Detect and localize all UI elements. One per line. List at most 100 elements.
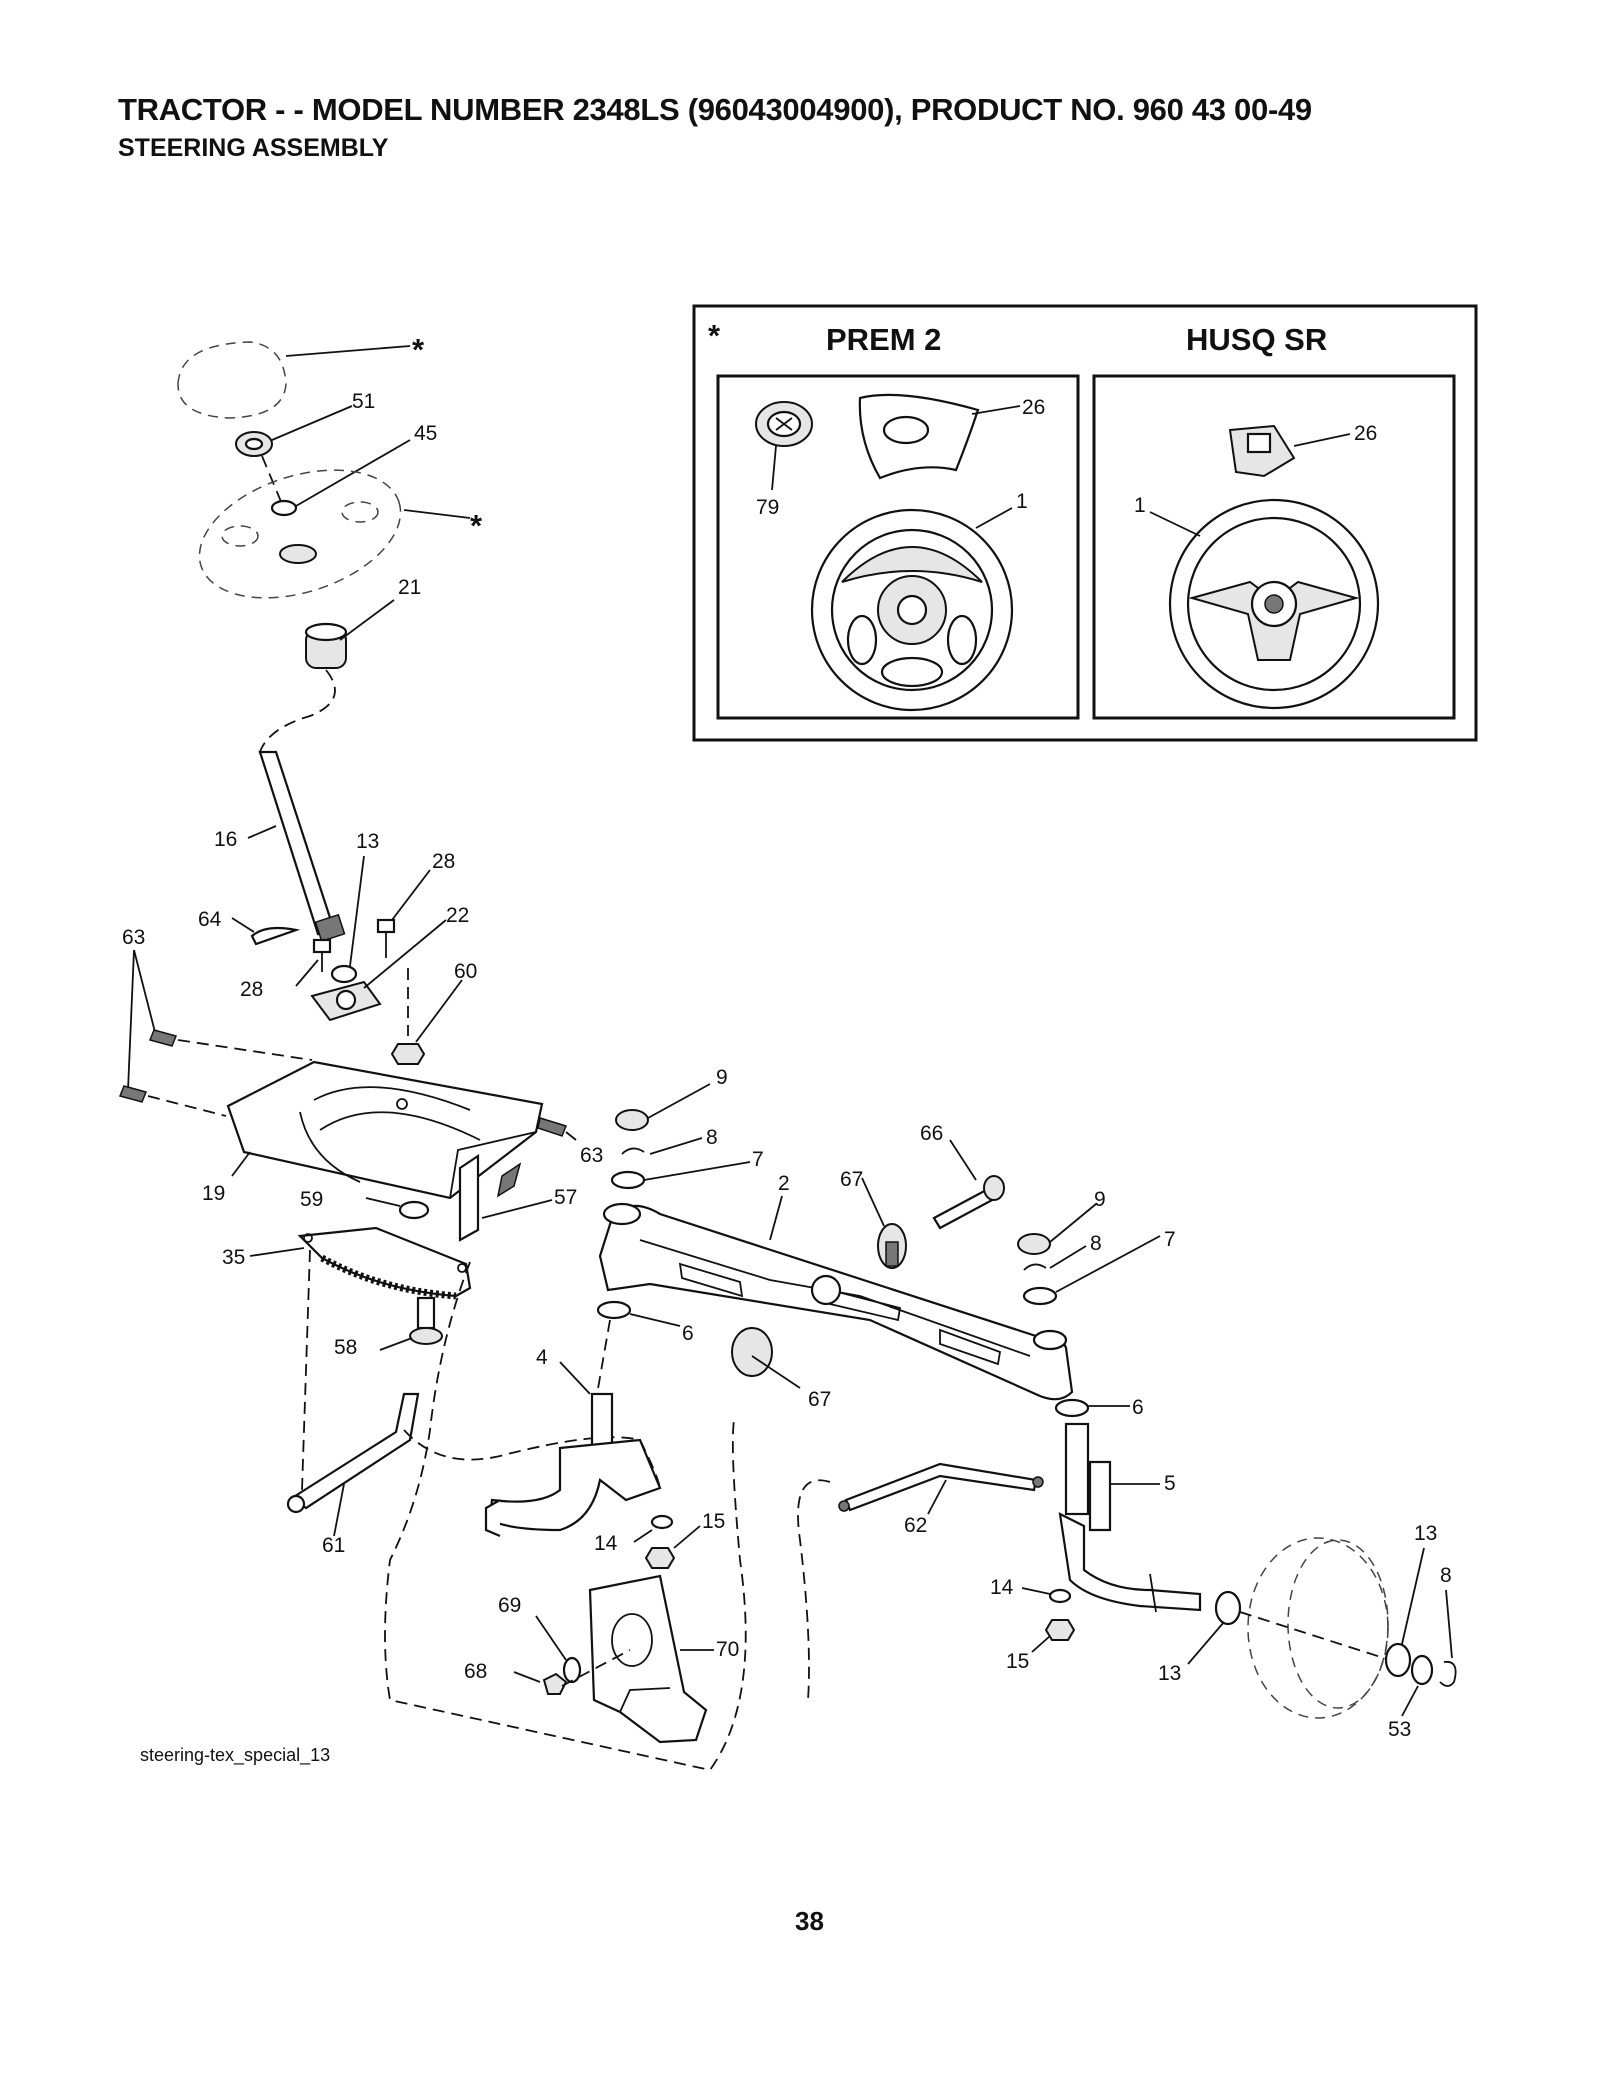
bearing-13-outer bbox=[1384, 1642, 1412, 1678]
bolt-28-lower bbox=[312, 938, 332, 972]
callout-66: 66 bbox=[920, 1122, 943, 1145]
nut-15-right bbox=[1044, 1619, 1076, 1641]
clip-8-left bbox=[621, 1147, 645, 1155]
nut-15-left bbox=[644, 1547, 676, 1569]
washer-14-right bbox=[1048, 1588, 1072, 1604]
clip-8-wheel bbox=[1439, 1660, 1457, 1687]
callout-68: 68 bbox=[464, 1660, 487, 1683]
tie-rod-62 bbox=[838, 1462, 1044, 1512]
callout-7-left: 7 bbox=[752, 1148, 764, 1171]
callout-21: 21 bbox=[398, 576, 421, 599]
callout-9-left: 9 bbox=[716, 1066, 728, 1089]
callout-8-wheel: 8 bbox=[1440, 1564, 1452, 1587]
callout-19: 19 bbox=[202, 1182, 225, 1205]
callout-51: 51 bbox=[352, 390, 375, 413]
callout-6-right: 6 bbox=[1132, 1396, 1144, 1419]
callout-28-upper: 28 bbox=[432, 850, 455, 873]
callout-45: 45 bbox=[414, 422, 437, 445]
nut-51 bbox=[235, 431, 273, 457]
steering-shaft-16 bbox=[258, 750, 346, 943]
nut-60 bbox=[390, 1043, 426, 1065]
steering-wheel-1-husq bbox=[1168, 498, 1380, 710]
callout-13-spindle: 13 bbox=[1158, 1662, 1181, 1685]
bolt-63-upper bbox=[148, 1029, 178, 1047]
callout-13-upper: 13 bbox=[356, 830, 379, 853]
bolt-68 bbox=[542, 1672, 568, 1695]
washer-7-right bbox=[1022, 1286, 1058, 1306]
callout-15-left: 15 bbox=[702, 1510, 725, 1533]
callout-5: 5 bbox=[1164, 1472, 1176, 1495]
pin-64 bbox=[250, 926, 301, 946]
bushing-plate-22 bbox=[310, 980, 382, 1022]
spindle-5 bbox=[1058, 1422, 1202, 1613]
callout-4: 4 bbox=[536, 1346, 548, 1369]
spacer-67-lower bbox=[731, 1327, 773, 1377]
callout-53: 53 bbox=[1388, 1718, 1411, 1741]
callout-70: 70 bbox=[716, 1638, 739, 1661]
inset-callout-1-prem: 1 bbox=[1016, 490, 1028, 513]
skid-plate-70 bbox=[588, 1574, 708, 1744]
screw-63-right bbox=[537, 1117, 567, 1137]
callout-61: 61 bbox=[322, 1534, 345, 1557]
washer-59 bbox=[398, 1200, 430, 1220]
steering-plate-19 bbox=[226, 1060, 544, 1200]
sector-gear-35 bbox=[297, 1226, 472, 1300]
callout-28-lower: 28 bbox=[240, 978, 263, 1001]
steering-wheel-1-prem bbox=[810, 508, 1014, 712]
page-title: TRACTOR - - MODEL NUMBER 2348LS (9604300… bbox=[118, 92, 1312, 127]
callout-star-top: * bbox=[412, 332, 425, 367]
washer-14-left bbox=[650, 1514, 674, 1530]
emblem-79 bbox=[755, 401, 813, 447]
page-subtitle: STEERING ASSEMBLY bbox=[118, 134, 389, 162]
spacer-67-upper bbox=[877, 1223, 907, 1269]
hub-cover-26-husq bbox=[1228, 424, 1296, 478]
cap-9-left bbox=[615, 1109, 649, 1131]
callout-15-right: 15 bbox=[1006, 1650, 1029, 1673]
callout-62: 62 bbox=[904, 1514, 927, 1537]
callout-67-upper: 67 bbox=[840, 1168, 863, 1191]
washer-53 bbox=[1410, 1654, 1434, 1686]
inset-callout-26-prem: 26 bbox=[1022, 396, 1045, 419]
bearing-13-spindle bbox=[1214, 1590, 1242, 1626]
callout-16: 16 bbox=[214, 828, 237, 851]
callout-57: 57 bbox=[554, 1186, 577, 1209]
drag-link-61 bbox=[286, 1392, 420, 1514]
tire bbox=[1247, 1537, 1389, 1719]
callout-60: 60 bbox=[454, 960, 477, 983]
callout-22: 22 bbox=[446, 904, 469, 927]
callout-13-outer: 13 bbox=[1414, 1522, 1437, 1545]
callout-59: 59 bbox=[300, 1188, 323, 1211]
callout-58: 58 bbox=[334, 1336, 357, 1359]
inset-heading-husq-sr: HUSQ SR bbox=[1186, 322, 1327, 357]
front-axle-2 bbox=[598, 1202, 1074, 1401]
callout-8-right: 8 bbox=[1090, 1232, 1102, 1255]
callout-8-left: 8 bbox=[706, 1126, 718, 1149]
steering-wheel-star bbox=[198, 469, 402, 599]
spindle-4 bbox=[484, 1392, 662, 1538]
callout-14-left: 14 bbox=[594, 1532, 618, 1555]
bolt-63-lower bbox=[118, 1085, 148, 1103]
callout-2: 2 bbox=[778, 1172, 790, 1195]
callout-14-right: 14 bbox=[990, 1576, 1014, 1599]
callout-7-right: 7 bbox=[1164, 1228, 1176, 1251]
inset-asterisk: * bbox=[708, 318, 721, 353]
inset-callout-79: 79 bbox=[756, 496, 779, 519]
clip-8-right bbox=[1023, 1263, 1047, 1271]
callout-63-left: 63 bbox=[122, 926, 145, 949]
inset-callout-1-husq: 1 bbox=[1134, 494, 1146, 517]
wheel-cap-star bbox=[177, 341, 287, 419]
bolt-66 bbox=[932, 1175, 1005, 1230]
washer-6-right bbox=[1054, 1398, 1090, 1418]
inset-callout-26-husq: 26 bbox=[1354, 422, 1377, 445]
bolt-58 bbox=[409, 1296, 443, 1345]
bracket-57 bbox=[458, 1153, 522, 1242]
callout-69: 69 bbox=[498, 1594, 521, 1617]
callout-9-right: 9 bbox=[1094, 1188, 1106, 1211]
washer-69 bbox=[562, 1656, 582, 1684]
bolt-28-upper bbox=[376, 918, 396, 958]
callout-35: 35 bbox=[222, 1246, 245, 1269]
inset-box: * PREM 2 HUSQ SR 26 79 1 bbox=[692, 304, 1478, 742]
callout-67-lower: 67 bbox=[808, 1388, 831, 1411]
callout-star-wheel: * bbox=[470, 508, 483, 543]
